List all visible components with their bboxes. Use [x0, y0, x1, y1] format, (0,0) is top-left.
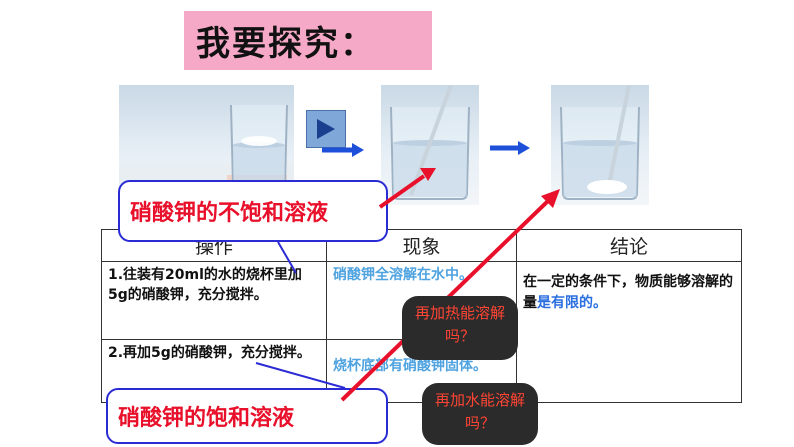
beaker-image — [560, 85, 640, 200]
heat-question-bubble: 再加热能溶解吗？ — [402, 296, 518, 360]
title-banner: 我要探究： — [184, 11, 432, 70]
play-icon — [317, 119, 335, 139]
conclusion-text: 在一定的条件下，物质能够溶解的量是有限的。 — [523, 272, 735, 314]
unsaturated-solution-callout: 硝酸钾的不饱和溶液 — [118, 180, 388, 242]
heat-question: 再加热能溶解吗？ — [414, 304, 505, 346]
operation-step-1: 1.往装有20ml的水的烧杯里加5g的硝酸钾，充分搅拌。 — [108, 267, 302, 304]
beaker-photo-2 — [381, 85, 479, 205]
beaker-image — [390, 85, 470, 200]
unsaturated-label: 硝酸钾的不饱和溶液 — [130, 201, 329, 226]
saturated-label: 硝酸钾的饱和溶液 — [118, 406, 295, 431]
header-conclusion: 结论 — [516, 229, 742, 262]
conclusion-highlight: 是有 — [537, 295, 565, 311]
page-title: 我要探究： — [196, 24, 376, 64]
conclusion-suffix: 限的。 — [565, 295, 607, 311]
observation-1: 硝酸钾全溶解在水中。 — [333, 267, 473, 283]
operation-step-2: 2.再加5g的硝酸钾，充分搅拌。 — [108, 345, 311, 361]
beaker-photo-3 — [551, 85, 649, 205]
water-question-bubble: 再加水能溶解吗？ — [422, 383, 538, 445]
arrow-right-icon — [490, 141, 530, 155]
saturated-solution-callout: 硝酸钾的饱和溶液 — [106, 388, 388, 444]
water-question: 再加水能溶解吗？ — [434, 391, 525, 433]
play-button[interactable] — [306, 110, 346, 148]
